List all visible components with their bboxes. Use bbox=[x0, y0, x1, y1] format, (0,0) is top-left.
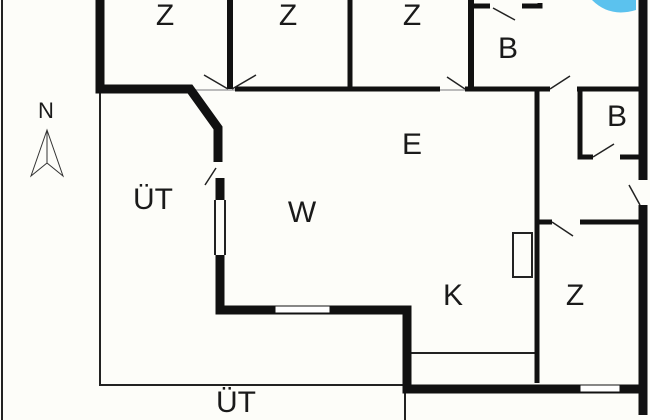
room-label-k: K bbox=[443, 279, 463, 312]
north-arrow-icon bbox=[29, 128, 65, 178]
room-label-z2: Z bbox=[279, 0, 297, 32]
compass-label: N bbox=[38, 98, 54, 123]
room-label-ut: ÜT bbox=[133, 183, 173, 216]
room-label-b2: B bbox=[607, 100, 627, 133]
pool-shape bbox=[592, 0, 636, 13]
walls bbox=[95, 0, 648, 415]
room-label-z1: Z bbox=[156, 0, 174, 32]
room-label-b1: B bbox=[498, 32, 518, 65]
room-label-z4: Z bbox=[566, 279, 584, 312]
room-label-w: W bbox=[288, 196, 317, 229]
room-label-z3: Z bbox=[403, 0, 421, 32]
room-label-e: E bbox=[402, 128, 422, 161]
room-label-ut-bottom: ÜT bbox=[216, 386, 256, 419]
thin-lines bbox=[1, 0, 540, 420]
windows bbox=[274, 305, 621, 393]
door-swings bbox=[203, 7, 641, 237]
